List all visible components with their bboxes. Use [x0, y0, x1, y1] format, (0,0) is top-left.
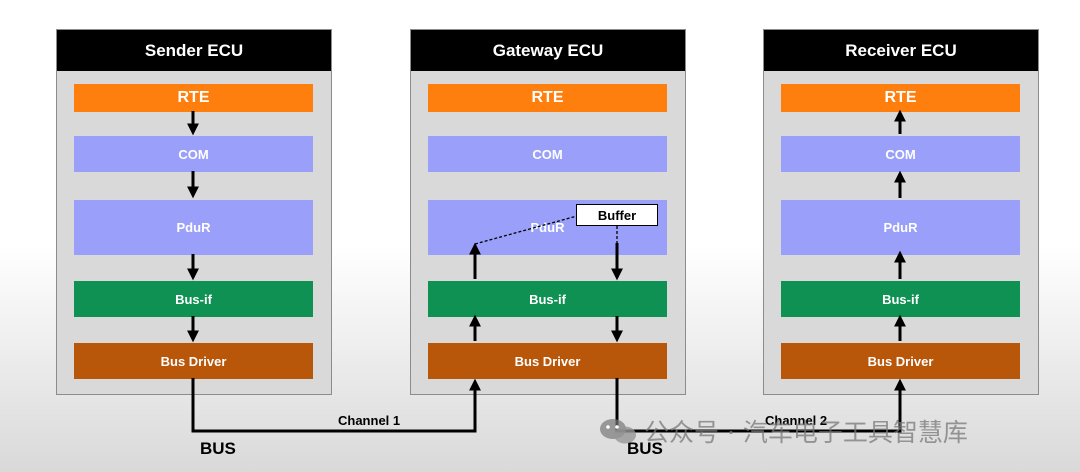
gateway-rte: RTE [428, 84, 667, 112]
bus-label-right: BUS [627, 439, 663, 458]
receiver-ecu-title: Receiver ECU [764, 30, 1038, 71]
receiver-bus-if: Bus-if [781, 281, 1020, 317]
channel2-bus-line [615, 378, 906, 433]
sender-ecu: Sender ECU RTE COM PduR Bus-if Bus Drive… [56, 29, 332, 395]
receiver-pdur: PduR [781, 200, 1020, 255]
sender-com: COM [74, 136, 313, 172]
wechat-icon [600, 419, 636, 444]
sender-bus-driver: Bus Driver [74, 343, 313, 379]
gateway-bus-driver: Bus Driver [428, 343, 667, 379]
receiver-bus-driver: Bus Driver [781, 343, 1020, 379]
sender-rte: RTE [74, 84, 313, 112]
buffer-dashed-link-left [474, 215, 578, 245]
receiver-rte: RTE [781, 84, 1020, 112]
gateway-buffer: Buffer [576, 204, 658, 226]
channel1-bus-line [191, 378, 481, 433]
channel2-label: Channel 2 [765, 413, 828, 428]
receiver-ecu: Receiver ECU RTE COM PduR Bus-if Bus Dri… [763, 29, 1039, 395]
receiver-com: COM [781, 136, 1020, 172]
channel1-label: Channel 1 [338, 413, 401, 428]
sender-bus-if: Bus-if [74, 281, 313, 317]
gateway-ecu-title: Gateway ECU [411, 30, 685, 71]
sender-ecu-title: Sender ECU [57, 30, 331, 71]
watermark: 公众号 · 汽车电子工具智慧库 [598, 413, 968, 449]
sender-pdur: PduR [74, 200, 313, 255]
watermark-text: 公众号 · 汽车电子工具智慧库 [644, 418, 968, 447]
bus-label-left: BUS [200, 439, 236, 458]
gateway-com: COM [428, 136, 667, 172]
gateway-bus-if: Bus-if [428, 281, 667, 317]
